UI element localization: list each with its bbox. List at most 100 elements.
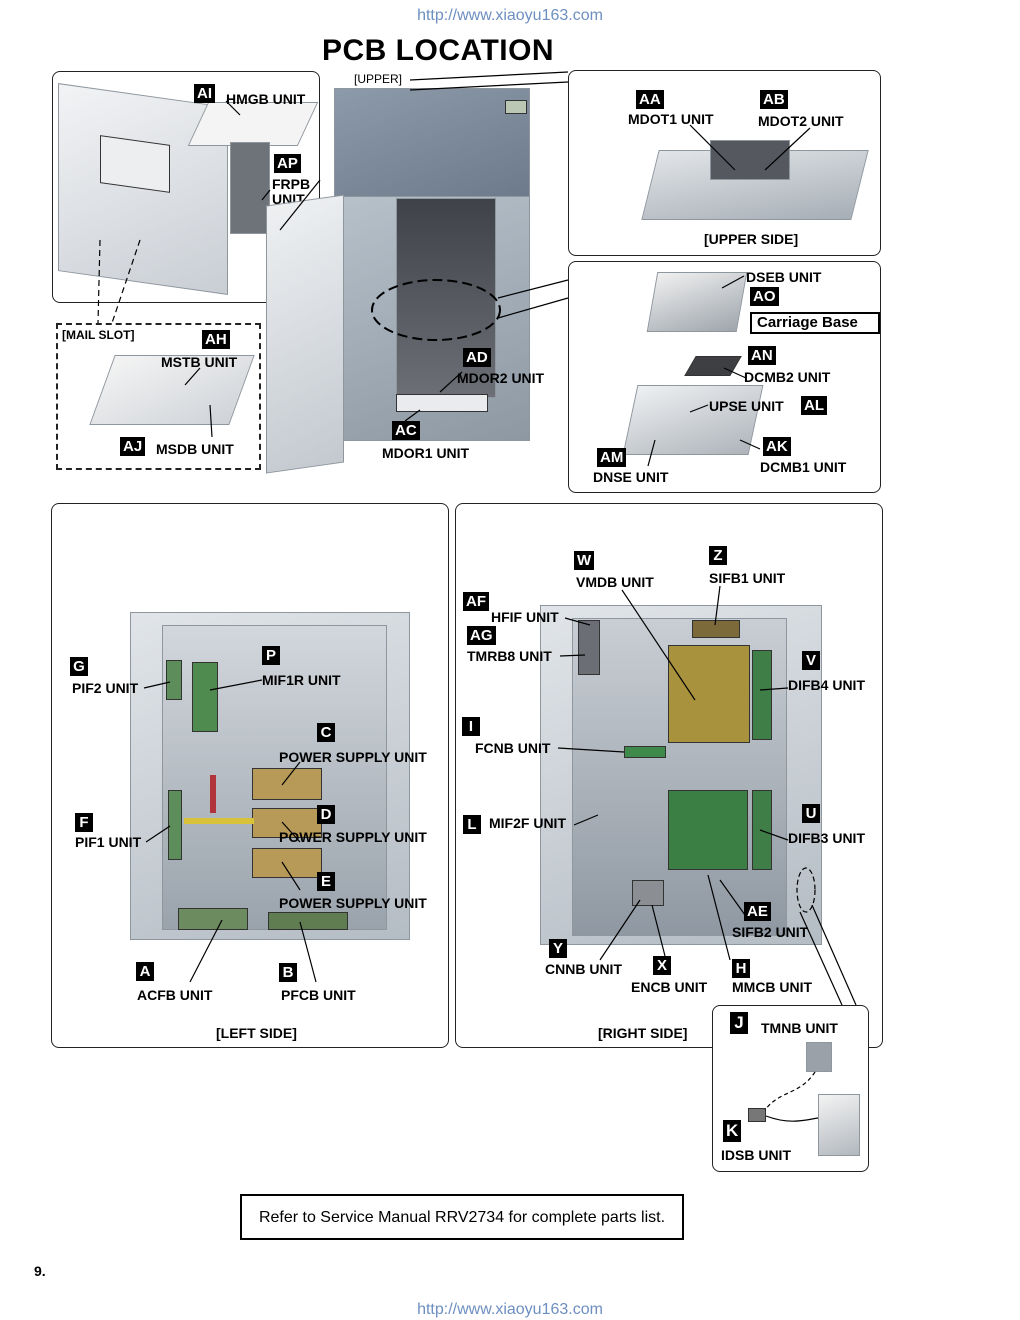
unit-code-AH: AH [202,330,230,349]
tmnb-board-photo [806,1042,832,1072]
upper-tag: [UPPER] [354,72,403,86]
mail-slot-label: [MAIL SLOT] [62,328,135,342]
unit-label-AP-line1: FRPB [272,176,311,192]
unit-label-AE: SIFB2 UNIT [732,924,809,940]
unit-code-P: P [262,646,280,665]
unit-label-J: TMNB UNIT [761,1020,838,1036]
mmcb-board [668,790,748,870]
unit-code-Y: Y [549,939,567,958]
left-side-label: [LEFT SIDE] [216,1025,297,1041]
unit-code-AJ: AJ [120,437,146,456]
hfif-board [578,620,600,675]
encb-board [632,880,664,906]
unit-label-AB: MDOT2 UNIT [758,113,844,129]
unit-code-AB: AB [760,90,788,109]
unit-label-AD: MDOR2 UNIT [457,370,545,386]
wire-yellow [184,818,254,824]
page-title: PCB LOCATION [322,34,555,67]
unit-code-V: V [802,651,820,670]
unit-label-Y: CNNB UNIT [545,961,622,977]
unit-label-AH: MSTB UNIT [161,354,238,370]
unit-label-AN: DCMB2 UNIT [744,369,831,385]
unit-label-W: VMDB UNIT [576,574,654,590]
frpb-board-photo [230,142,270,234]
unit-code-AI: AI [194,84,215,103]
mdor-board-photo [396,394,488,412]
vmdb-board [668,645,750,743]
unit-label-Z: SIFB1 UNIT [709,570,786,586]
unit-code-AE: AE [744,902,771,921]
unit-label-AI: HMGB UNIT [226,91,306,107]
unit-label-V: DIFB4 UNIT [788,677,865,693]
wire-red [210,775,216,813]
unit-code-G: G [70,657,88,676]
unit-label-AJ: MSDB UNIT [156,441,234,457]
header-url[interactable]: http://www.xiaoyu163.com [417,7,603,24]
unit-code-K: K [723,1120,742,1142]
unit-label-AL: UPSE UNIT [709,398,784,414]
unit-label-F: PIF1 UNIT [75,834,142,850]
unit-code-D: D [317,805,335,824]
unit-code-AN: AN [748,346,776,365]
unit-code-AM: AM [597,448,627,467]
footer-url[interactable]: http://www.xiaoyu163.com [417,1301,603,1318]
unit-label-AA: MDOT1 UNIT [628,111,714,127]
unit-code-AA: AA [636,90,664,109]
unit-label-AM: DNSE UNIT [593,469,669,485]
unit-code-J: J [730,1012,748,1034]
unit-code-AC: AC [392,421,420,440]
unit-code-Z: Z [709,546,727,565]
page-number: 9. [34,1263,46,1279]
difb3-board [752,790,772,870]
unit-label-AC: MDOR1 UNIT [382,445,470,461]
parts-list-note: Refer to Service Manual RRV2734 for comp… [240,1194,684,1240]
unit-label-I: FCNB UNIT [475,740,551,756]
psu-c-board [252,768,322,800]
unit-label-B: PFCB UNIT [281,987,356,1003]
unit-code-A: A [136,962,154,981]
unit-label-P: MIF1R UNIT [262,672,341,688]
unit-label-A: ACFB UNIT [137,987,213,1003]
unit-label-G: PIF2 UNIT [72,680,139,696]
mail-slot-callout [56,323,261,470]
unit-code-AG: AG [467,626,496,645]
unit-code-U: U [802,804,820,823]
unit-label-AG: TMRB8 UNIT [467,648,552,664]
idsb-board-photo [818,1094,860,1156]
unit-label-H: MMCB UNIT [732,979,813,995]
unit-code-AO: AO [750,287,779,306]
unit-label-D: POWER SUPPLY UNIT [279,829,427,845]
unit-label-X: ENCB UNIT [631,979,708,995]
unit-label-AF: HFIF UNIT [491,609,559,625]
unit-code-C: C [317,723,335,742]
unit-label-U: DIFB3 UNIT [788,830,865,846]
unit-label-E: POWER SUPPLY UNIT [279,895,427,911]
pfcb-board [268,912,348,930]
unit-label-L: MIF2F UNIT [489,815,566,831]
unit-code-H: H [732,959,750,978]
pif2-board [166,660,182,700]
unit-code-AP: AP [274,154,301,173]
psu-e-board [252,848,322,878]
unit-code-E: E [317,872,335,891]
unit-code-F: F [75,813,93,832]
unit-label-AK: DCMB1 UNIT [760,459,847,475]
unit-code-AF: AF [463,592,489,611]
unit-label-K: IDSB UNIT [721,1147,791,1163]
unit-code-AL: AL [801,396,827,415]
unit-label-AO: DSEB UNIT [746,269,822,285]
acfb-board [178,908,248,930]
unit-code-AK: AK [763,437,791,456]
unit-label-C: POWER SUPPLY UNIT [279,749,427,765]
fcnb-board [624,746,666,758]
cabinet-lcd [505,100,527,114]
upper-side-label: [UPPER SIDE] [704,231,799,247]
difb4-board [752,650,772,740]
unit-code-AD: AD [463,348,491,367]
unit-code-B: B [279,963,297,982]
upper-side-mechanism [710,140,790,180]
mif1r-board [192,662,218,732]
unit-code-I: I [462,717,480,736]
pif1-board [168,790,182,860]
